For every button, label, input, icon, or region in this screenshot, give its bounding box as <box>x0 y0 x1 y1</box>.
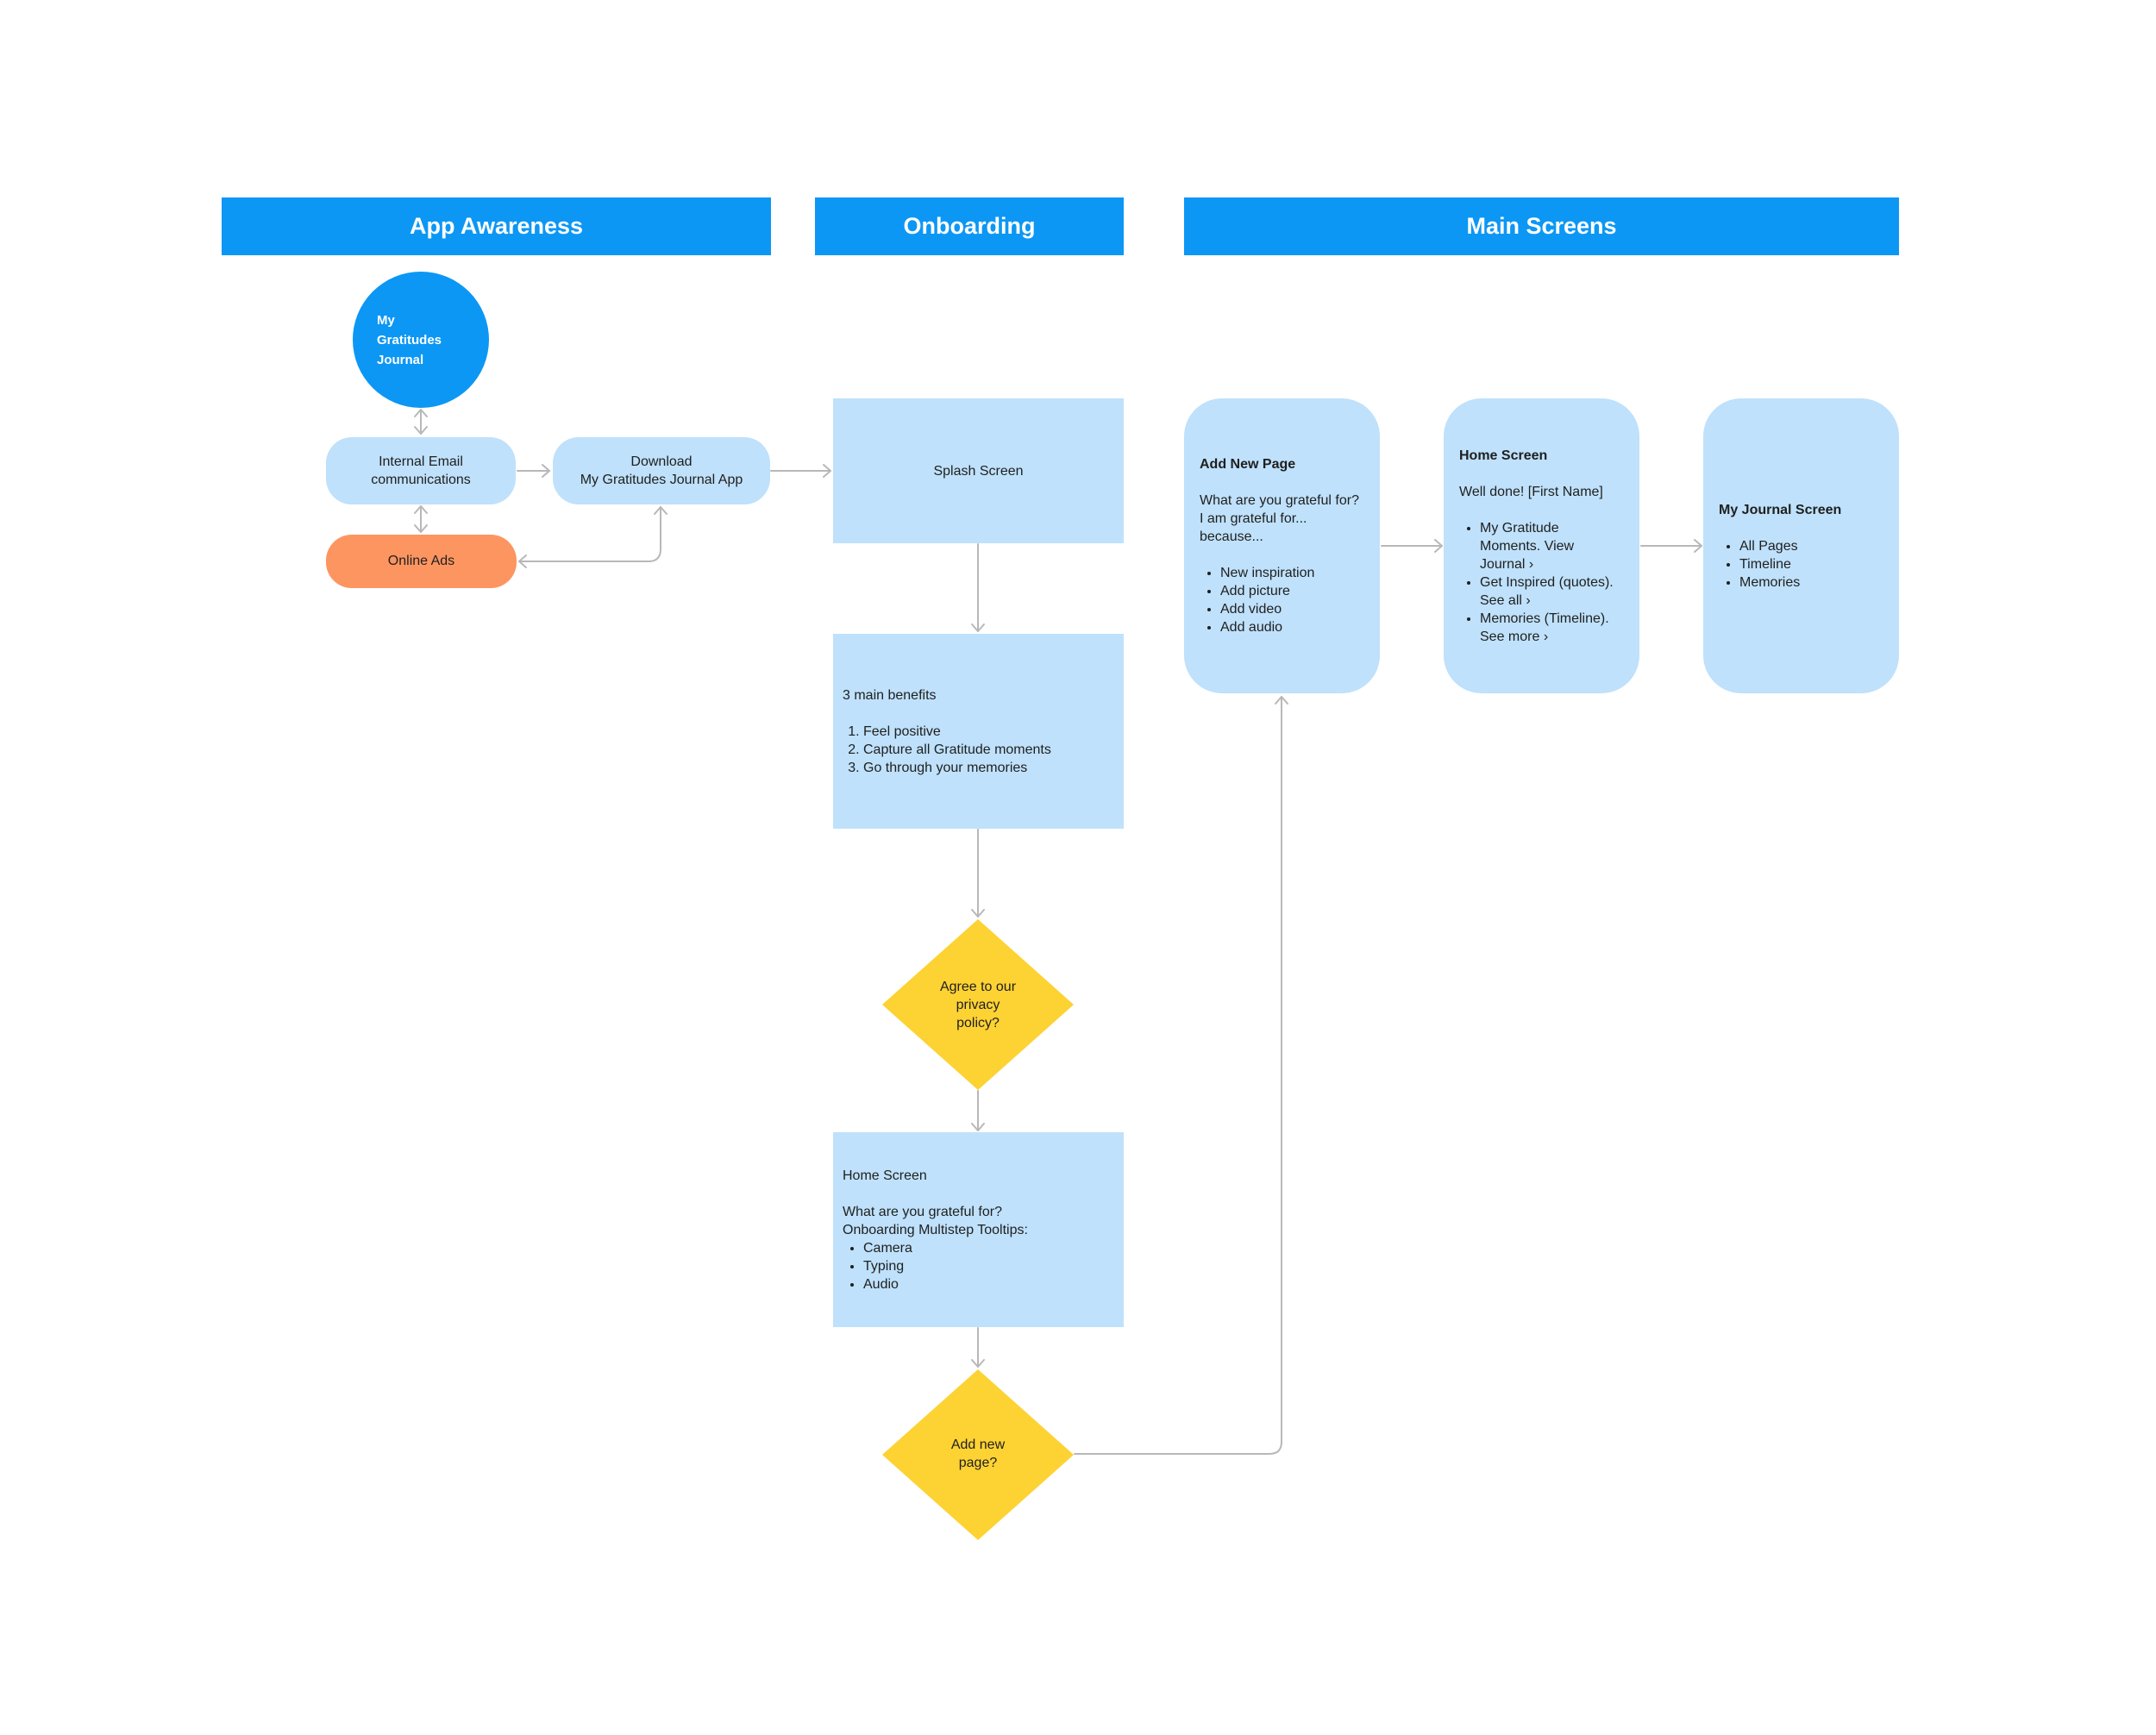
add-new-page-prompt: because... <box>1200 529 1263 544</box>
journal-circle-line: Gratitudes <box>377 332 442 348</box>
onboarding-home-question: What are you grateful for? <box>843 1204 1002 1219</box>
onboarding-home-node: Home Screen What are you grateful for? O… <box>833 1132 1124 1327</box>
tooltips-list: Camera Typing Audio <box>843 1239 1114 1293</box>
internal-email-node: Internal Email communications <box>326 437 516 504</box>
benefit-item: Go through your memories <box>863 759 1114 777</box>
home-screen-item-line: See more › <box>1480 629 1549 644</box>
connector-download-ads <box>518 506 661 562</box>
add-new-page-item: Add video <box>1220 600 1364 618</box>
add-page-decision: Add new page? <box>900 1414 1056 1494</box>
tooltip-item: Audio <box>863 1275 1114 1293</box>
online-ads-node: Online Ads <box>326 535 517 588</box>
home-screen-title: Home Screen <box>1459 448 1548 463</box>
download-line: Download <box>630 454 693 469</box>
benefit-item: Capture all Gratitude moments <box>863 741 1114 759</box>
journal-screen-list: All Pages Timeline Memories <box>1719 537 1883 592</box>
home-screen-item-line: Journal › <box>1480 556 1534 572</box>
journal-screen-title: My Journal Screen <box>1719 502 1842 517</box>
benefits-title: 3 main benefits <box>843 687 937 703</box>
home-screen-card: Home Screen Well done! [First Name] My G… <box>1444 398 1639 693</box>
splash-screen-node: Splash Screen <box>833 398 1124 543</box>
journal-screen-card: My Journal Screen All Pages Timeline Mem… <box>1703 398 1899 693</box>
add-new-page-prompt: What are you grateful for? <box>1200 493 1359 508</box>
add-page-decision-line: page? <box>958 1456 998 1470</box>
home-screen-greeting: Well done! [First Name] <box>1459 484 1603 499</box>
add-new-page-item: New inspiration <box>1220 564 1364 582</box>
benefit-item: Feel positive <box>863 723 1114 741</box>
connector-decision-addpage <box>1074 696 1282 1455</box>
home-screen-item-line: See all › <box>1480 592 1531 608</box>
internal-email-line: Internal Email <box>379 454 463 469</box>
add-new-page-prompt: I am grateful for... <box>1200 511 1307 526</box>
home-screen-item: Memories (Timeline). See more › <box>1480 610 1624 646</box>
onboarding-home-title: Home Screen <box>843 1168 927 1183</box>
onboarding-tooltips-label: Onboarding Multistep Tooltips: <box>843 1222 1028 1237</box>
journal-circle: My Gratitudes Journal <box>353 272 489 408</box>
home-screen-item: Get Inspired (quotes). See all › <box>1480 573 1624 610</box>
journal-screen-item: Memories <box>1739 573 1883 592</box>
tooltip-item: Camera <box>863 1239 1114 1257</box>
privacy-decision-line: privacy <box>956 997 1000 1012</box>
add-new-page-card: Add New Page What are you grateful for? … <box>1184 398 1380 693</box>
benefits-node: 3 main benefits Feel positive Capture al… <box>833 634 1124 829</box>
add-page-decision-line: Add new <box>950 1437 1006 1452</box>
download-node: Download My Gratitudes Journal App <box>553 437 770 504</box>
tooltip-item: Typing <box>863 1257 1114 1275</box>
add-new-page-item: Add picture <box>1220 582 1364 600</box>
home-screen-item: My Gratitude Moments. View Journal › <box>1480 519 1624 573</box>
privacy-decision-line: Agree to our <box>939 979 1017 994</box>
internal-email-line: communications <box>371 473 471 487</box>
header-app-awareness: App Awareness <box>222 197 771 255</box>
journal-circle-line: My <box>377 312 395 328</box>
home-screen-item-line: Get Inspired (quotes). <box>1480 574 1614 590</box>
benefits-list: Feel positive Capture all Gratitude mome… <box>843 723 1114 777</box>
privacy-decision-line: policy? <box>956 1015 1000 1030</box>
add-new-page-list: New inspiration Add picture Add video Ad… <box>1200 564 1364 636</box>
journal-screen-item: All Pages <box>1739 537 1883 555</box>
header-onboarding: Onboarding <box>815 197 1124 255</box>
download-line: My Gratitudes Journal App <box>580 473 743 487</box>
journal-circle-line: Journal <box>377 352 424 367</box>
journal-screen-item: Timeline <box>1739 555 1883 573</box>
home-screen-list: My Gratitude Moments. View Journal › Get… <box>1459 519 1624 646</box>
home-screen-item-line: Memories (Timeline). <box>1480 611 1609 626</box>
add-new-page-title: Add New Page <box>1200 457 1296 472</box>
add-new-page-item: Add audio <box>1220 618 1364 636</box>
home-screen-item-line: Moments. View <box>1480 538 1575 554</box>
home-screen-item-line: My Gratitude <box>1480 520 1559 536</box>
header-main-screens: Main Screens <box>1184 197 1899 255</box>
privacy-decision: Agree to our privacy policy? <box>900 957 1056 1052</box>
